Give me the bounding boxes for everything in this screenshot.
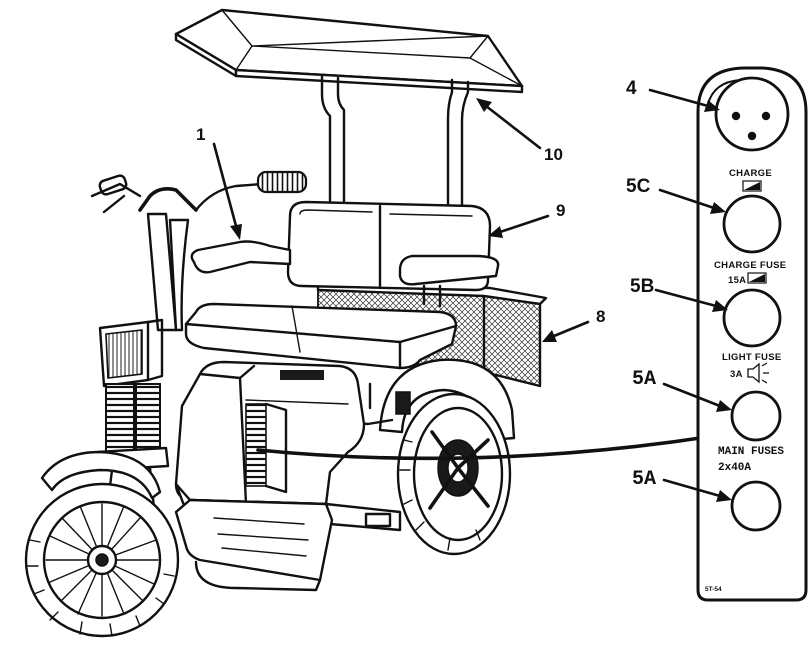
callout-5a-bottom: 5A <box>632 468 656 491</box>
charge-fuse-rating: 15A <box>728 275 746 286</box>
speaker-light-icon <box>747 362 769 384</box>
charge-fuse-5b[interactable] <box>722 288 782 348</box>
main-cable <box>256 434 716 461</box>
light-fuse-5a[interactable] <box>730 390 782 442</box>
front-wheel-assembly <box>24 450 180 638</box>
charge-fuse-label: CHARGE FUSE <box>714 260 786 271</box>
rear-wheel-assembly <box>354 358 516 556</box>
charge-fuse-5c[interactable] <box>722 194 782 254</box>
canopy <box>174 8 524 224</box>
main-fuses-label: MAIN FUSES <box>718 446 784 458</box>
callout-8: 8 <box>596 307 605 326</box>
callout-1: 1 <box>196 125 205 144</box>
charge-socket[interactable] <box>714 76 790 152</box>
callout-10: 10 <box>544 145 563 164</box>
main-fuses-rating: 2x40A <box>718 462 751 474</box>
callout-5a-top: 5A <box>632 368 656 391</box>
light-fuse-rating: 3A <box>730 369 743 380</box>
seat <box>184 200 500 370</box>
panel-part-code: 5T-54 <box>705 586 722 593</box>
callout-5c: 5C <box>626 176 651 197</box>
charge-label: CHARGE <box>729 168 772 179</box>
leader-lines <box>212 88 732 502</box>
callout-5b: 5B <box>630 276 654 297</box>
light-fuse-label: LIGHT FUSE <box>722 352 781 363</box>
main-fuse-5a[interactable] <box>730 480 782 532</box>
floorboard <box>174 498 334 592</box>
battery-plug-icon <box>742 180 762 192</box>
callout-9: 9 <box>556 201 565 220</box>
battery-plug-icon <box>747 272 767 284</box>
callout-4: 4 <box>626 78 637 99</box>
control-panel: CHARGE CHARGE FUSE 15A LIGHT FUSE 3A MAI… <box>696 66 808 602</box>
